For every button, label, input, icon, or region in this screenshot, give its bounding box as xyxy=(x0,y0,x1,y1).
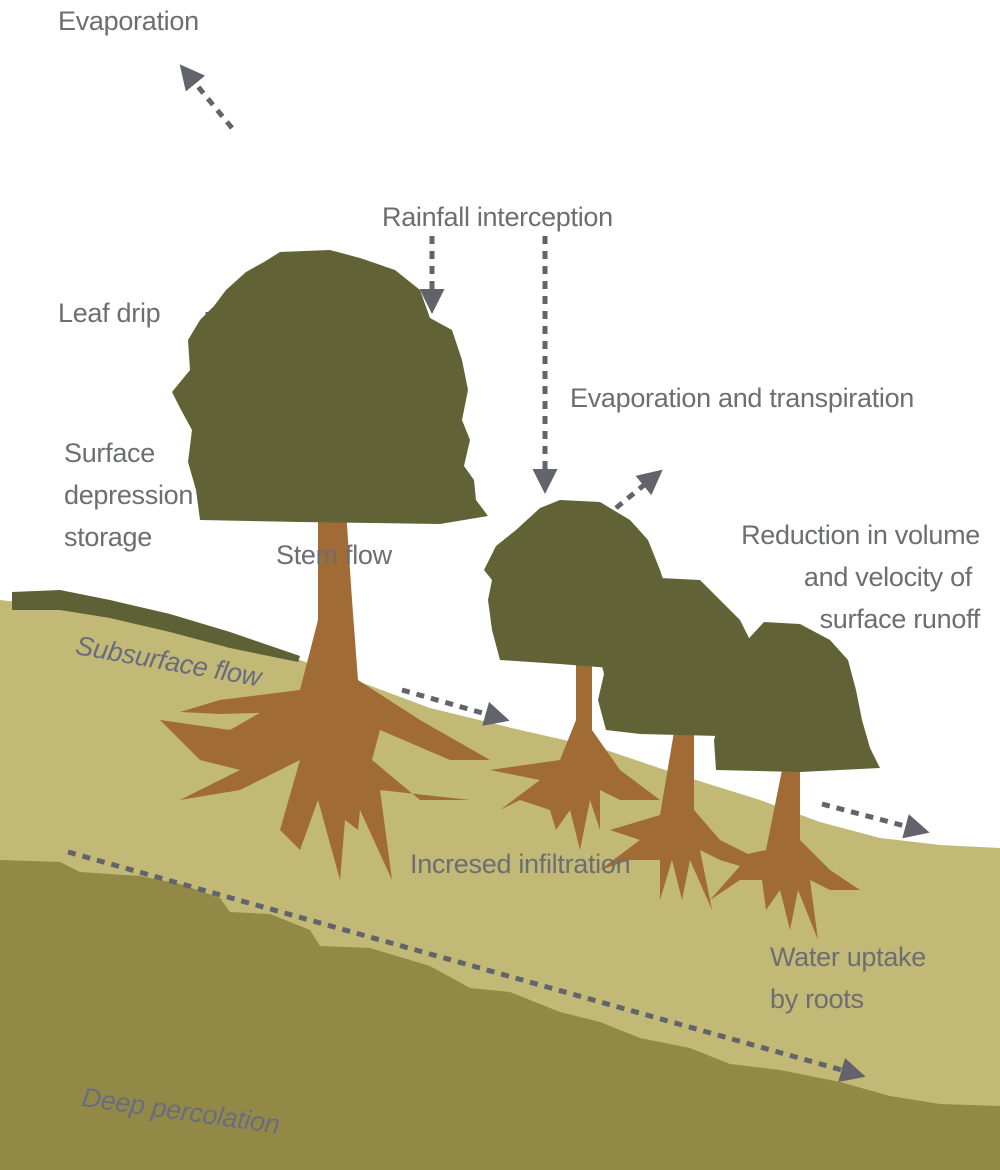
increased-infiltration-label: Incresed infiltration xyxy=(410,849,631,879)
evaporation-transpiration-label: Evaporation and transpiration xyxy=(570,383,915,413)
reduction-runoff-line-1: Reduction in volume xyxy=(741,520,980,550)
big-tree-roots xyxy=(160,510,490,880)
surface-depression-storage-line-1: Surface xyxy=(64,438,155,468)
water-uptake-line-1: Water uptake xyxy=(770,942,926,972)
surface-runoff-arrow-1 xyxy=(401,687,510,726)
surface-runoff-arrow-2 xyxy=(821,801,930,839)
tree-canopy-4 xyxy=(714,622,880,772)
surface-depression-storage-line-3: storage xyxy=(64,522,152,552)
depression-storage-layer xyxy=(12,590,300,662)
reduction-runoff-line-3: surface runoff xyxy=(819,604,981,634)
surface-depression-storage-line-2: depression xyxy=(64,480,194,510)
tree-canopy-3 xyxy=(598,578,752,736)
stem-flow-label: Stem flow xyxy=(276,540,392,570)
transpiration-arrow xyxy=(614,469,663,510)
reduction-runoff-line-2: and velocity of xyxy=(803,562,972,592)
subsoil-layer xyxy=(0,860,1000,1170)
water-uptake-line-2: by roots xyxy=(770,984,864,1014)
rainfall-interception-label: Rainfall interception xyxy=(382,202,613,232)
evaporation-arrow xyxy=(179,64,234,130)
small-tree-roots xyxy=(490,650,860,940)
leaf-drip-label: Leaf drip xyxy=(58,298,161,328)
evaporation-label: Evaporation xyxy=(58,6,199,36)
deep-percolation-arrow xyxy=(67,849,866,1082)
big-tree-canopy xyxy=(172,250,488,524)
